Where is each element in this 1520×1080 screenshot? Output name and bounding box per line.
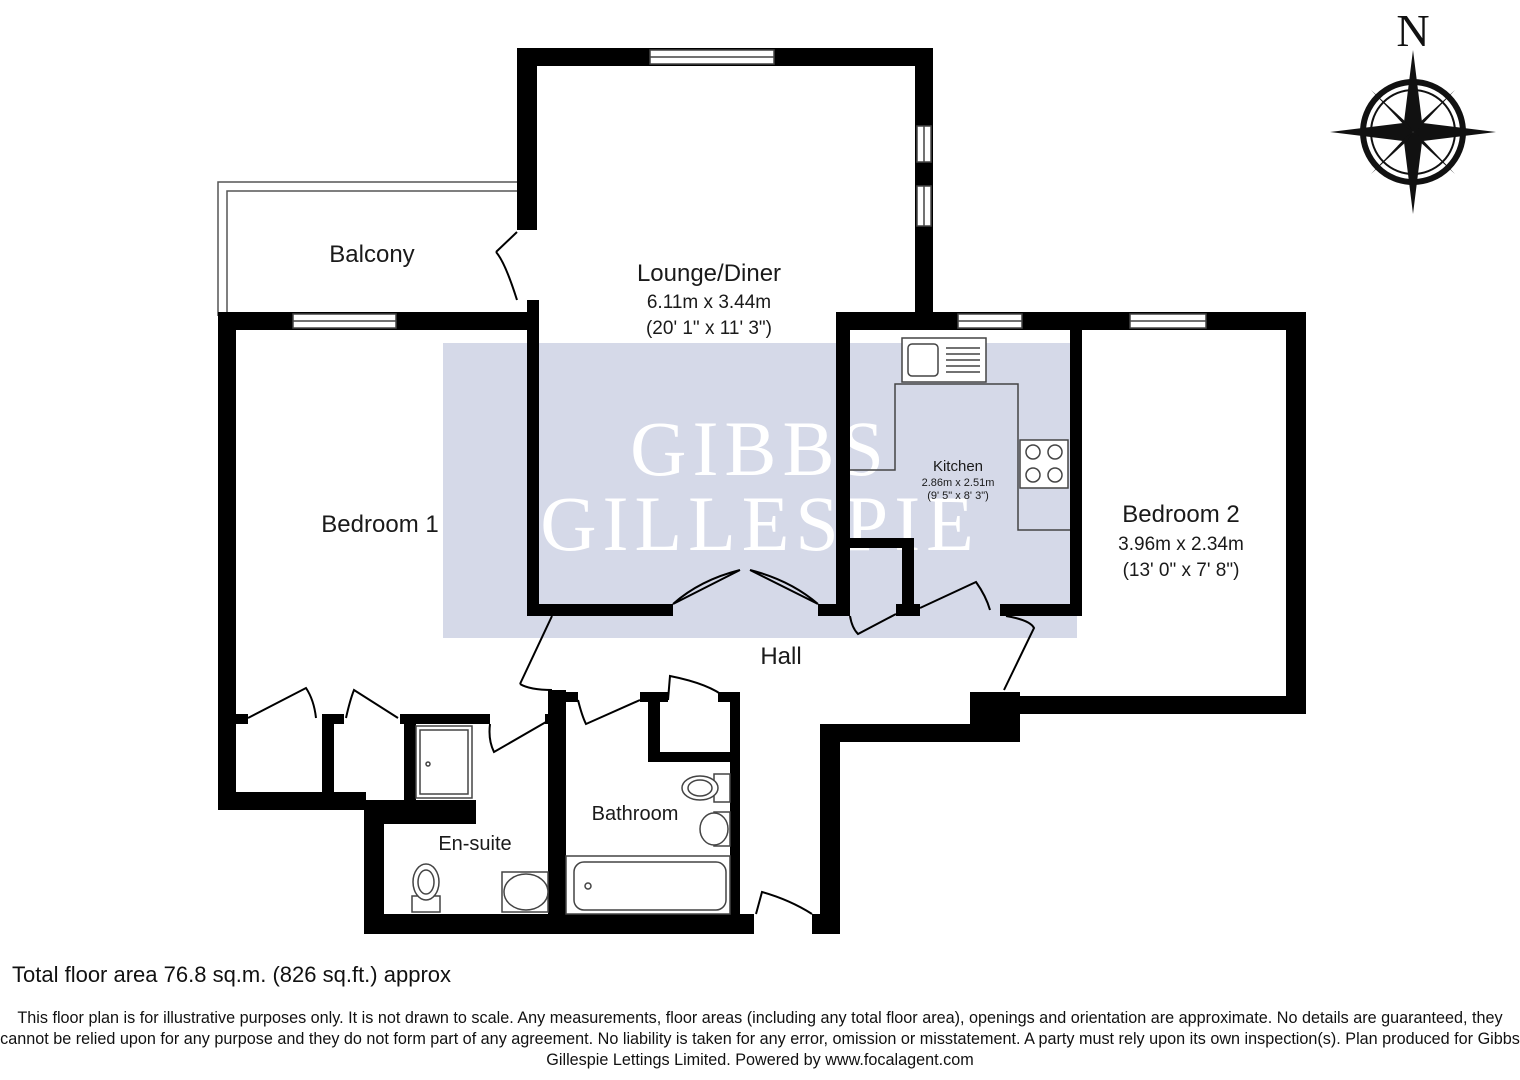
lounge-label: Lounge/Diner (637, 260, 781, 287)
bedroom1-label: Bedroom 1 (321, 511, 438, 538)
total-floor-area: Total floor area 76.8 sq.m. (826 sq.ft.)… (12, 962, 452, 987)
kitchen-size-metric: 2.86m x 2.51m (922, 477, 995, 489)
watermark-line-2: GILLESPIE (540, 480, 980, 567)
bathroom-label: Bathroom (592, 803, 679, 825)
doors (247, 231, 1036, 915)
hall-label: Hall (760, 643, 801, 670)
windows (292, 49, 1207, 329)
kitchen-label: Kitchen (933, 458, 983, 475)
kitchen-size-imperial: (9' 5" x 8' 3") (927, 490, 989, 502)
compass-icon: N (1330, 5, 1496, 214)
bedroom2-size-imperial: (13' 0" x 7' 8") (1123, 560, 1240, 581)
balcony-label: Balcony (329, 241, 414, 268)
compass-north-label: N (1396, 5, 1429, 56)
ensuite-label: En-suite (438, 833, 511, 855)
lounge-size-imperial: (20' 1" x 11' 3") (646, 318, 772, 339)
disclaimer-text: This floor plan is for illustrative purp… (0, 1009, 1520, 1069)
kitchen-fixtures (850, 337, 1070, 531)
lounge-size-metric: 6.11m x 3.44m (647, 292, 771, 313)
bathroom-fixtures (411, 725, 731, 915)
bedroom2-size-metric: 3.96m x 2.34m (1118, 534, 1244, 555)
bedroom2-label: Bedroom 2 (1122, 501, 1239, 528)
watermark-background (443, 343, 1077, 638)
balcony-railing (217, 181, 517, 316)
watermark-line-1: GIBBS (630, 405, 890, 492)
walls (218, 48, 1306, 934)
